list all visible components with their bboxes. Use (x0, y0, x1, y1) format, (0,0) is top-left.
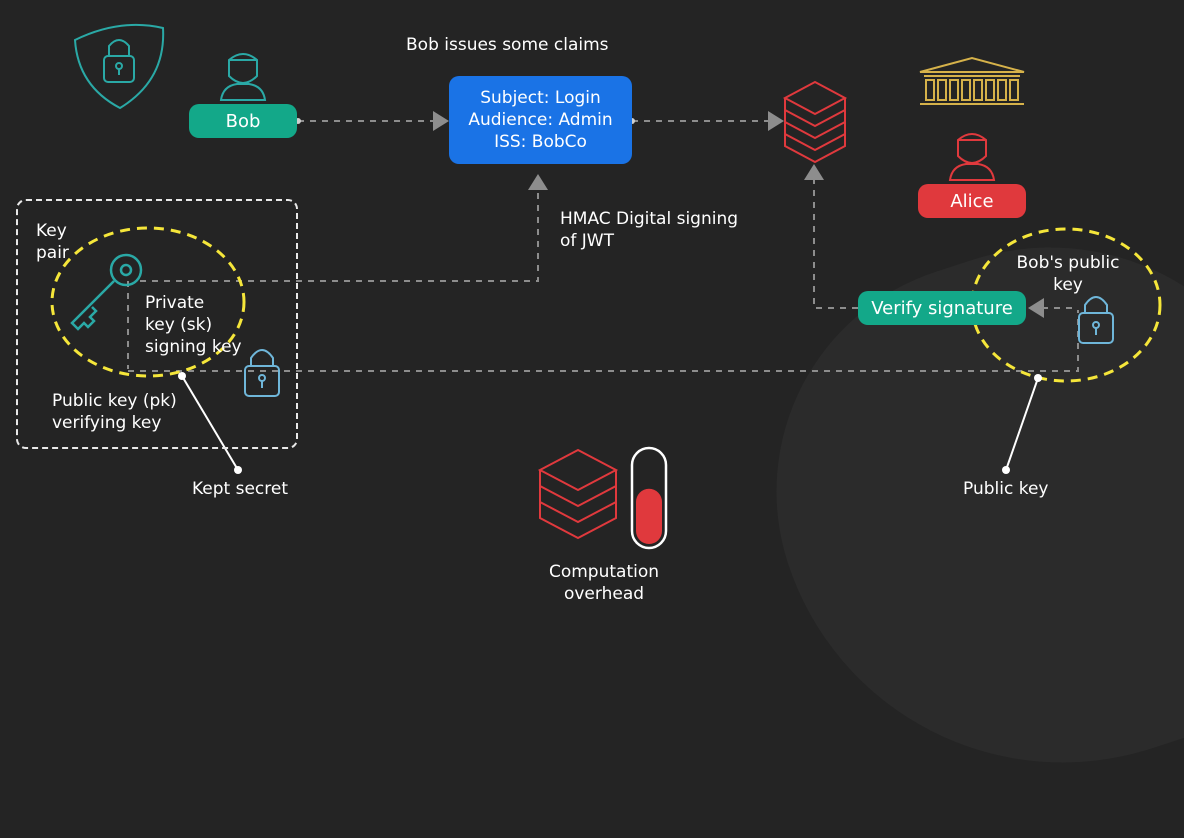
arrow-key-to-claims (140, 174, 548, 282)
public-key-line (128, 310, 1079, 372)
alice-label: Alice (918, 184, 1026, 218)
diagram-title: Bob issues some claims (406, 35, 609, 55)
alice-person-icon (948, 133, 996, 181)
claims-box: Subject: Login Audience: Admin ISS: BobC… (449, 76, 632, 164)
bank-icon (919, 56, 1025, 105)
public-key-highlight (970, 227, 1162, 383)
hmac-label: HMAC Digital signing of JWT (560, 209, 739, 251)
computation-gauge-icon (630, 446, 668, 550)
bobs-public-key-label: Bob's public key (1016, 253, 1120, 295)
diagram-connectors (50, 23, 1162, 550)
claim-subject: Subject: Login (480, 88, 601, 108)
public-key-pointer (1005, 377, 1039, 471)
public-key-verifying-label: Public key (pk) verifying key (52, 391, 177, 433)
private-key-label: Private key (sk) signing key (145, 293, 242, 357)
computation-overhead-label: Computation overhead (548, 562, 660, 604)
right-lock-icon (1078, 296, 1114, 344)
left-lock-icon (244, 349, 280, 397)
key-pair-label: Key pair (36, 221, 69, 263)
key-icon (70, 253, 143, 331)
server-stack-icon (782, 80, 848, 164)
bob-label: Bob (189, 104, 297, 138)
claim-iss: ISS: BobCo (494, 132, 587, 152)
computation-server-icon (537, 448, 619, 540)
claim-audience: Audience: Admin (468, 110, 613, 130)
public-key-label: Public key (963, 479, 1049, 499)
kept-secret-label: Kept secret (192, 479, 289, 499)
arrow-verify-to-server (804, 164, 858, 309)
private-key-highlight (50, 226, 246, 378)
verify-signature-label: Verify signature (858, 291, 1026, 325)
kept-secret-pointer (181, 375, 239, 471)
key-pair-box (16, 199, 298, 449)
bob-person-icon (219, 53, 267, 101)
shield-lock-icon (73, 23, 165, 110)
